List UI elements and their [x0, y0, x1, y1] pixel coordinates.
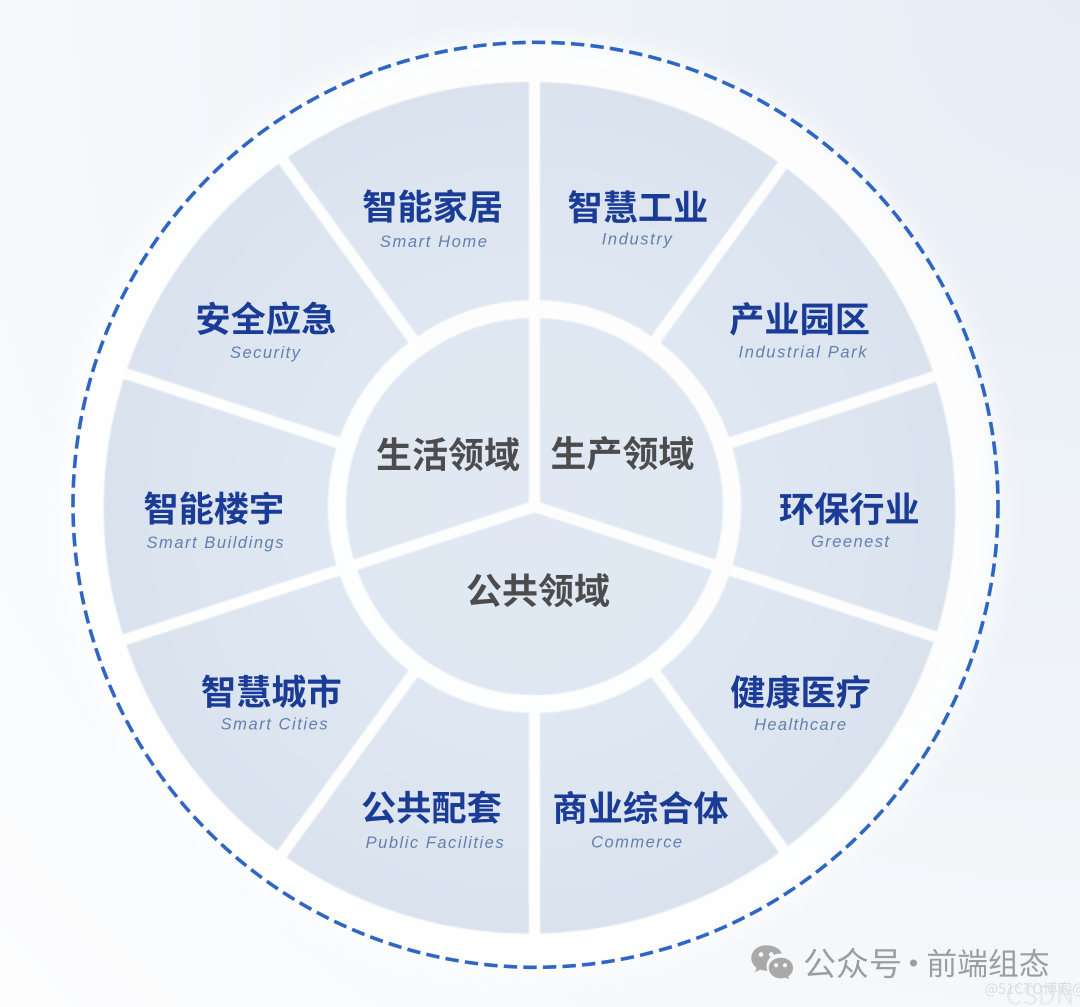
svg-text:Public Facilities: Public Facilities	[366, 834, 504, 852]
svg-text:Industrial Park: Industrial Park	[739, 343, 868, 361]
svg-text:Industry: Industry	[602, 230, 674, 248]
svg-text:Smart Cities: Smart Cities	[221, 716, 328, 734]
svg-text:Commerce: Commerce	[591, 833, 682, 851]
svg-text:Security: Security	[230, 344, 302, 362]
svg-text:Smart Home: Smart Home	[380, 233, 487, 251]
svg-text:Greenest: Greenest	[811, 533, 890, 551]
svg-text:Healthcare: Healthcare	[754, 716, 846, 734]
svg-text:Smart Buildings: Smart Buildings	[147, 534, 284, 552]
